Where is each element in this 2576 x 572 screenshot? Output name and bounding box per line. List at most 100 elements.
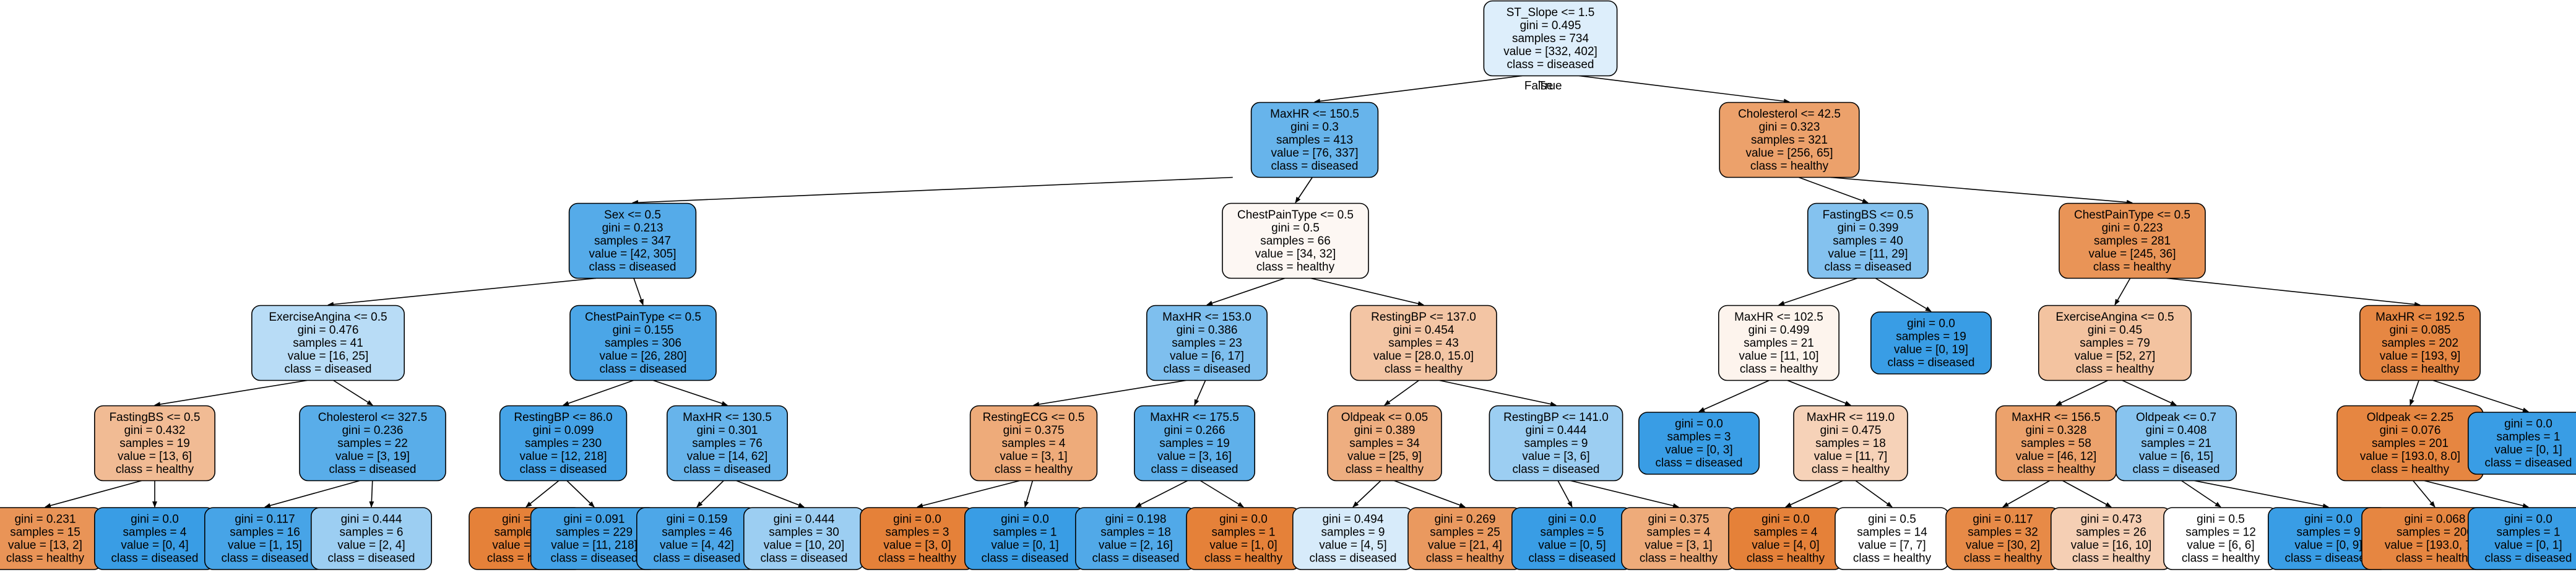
- node-line: class = diseased: [222, 552, 309, 565]
- node-line: MaxHR <= 119.0: [1807, 411, 1895, 424]
- edge-n19-n37: [917, 480, 1020, 508]
- node-line: value = [7, 7]: [1858, 539, 1926, 552]
- node-box: [2038, 305, 2192, 381]
- node-line: value = [11, 7]: [1814, 450, 1887, 463]
- node-line: RestingBP <= 141.0: [1503, 411, 1609, 424]
- node-line: value = [0, 5]: [1538, 539, 1606, 552]
- node-line: gini = 0.0: [2304, 513, 2353, 526]
- node-line: gini = 0.099: [533, 424, 594, 437]
- node-line: samples = 5: [1541, 526, 1604, 539]
- edge-n26-n50: [2194, 480, 2329, 509]
- node-line: Oldpeak <= 2.25: [2367, 411, 2454, 424]
- node-line: value = [11, 218]: [551, 539, 638, 552]
- edge-n0-n1: [1314, 75, 1523, 104]
- node-line: value = [46, 12]: [2016, 450, 2096, 463]
- node-line: value = [10, 20]: [764, 539, 844, 552]
- node-line: value = [13, 2]: [8, 539, 82, 552]
- node-line: class = healthy: [1204, 552, 1283, 565]
- node-line: class = diseased: [1271, 160, 1359, 173]
- node-line: class = healthy: [1750, 160, 1829, 173]
- node-line: samples = 25: [1430, 526, 1500, 539]
- node-line: class = diseased: [2485, 456, 2572, 469]
- node-line: gini = 0.476: [298, 324, 359, 337]
- edge-n26-n49: [2181, 480, 2221, 508]
- node-box: [2468, 507, 2576, 570]
- node-line: ExerciseAngina <= 0.5: [269, 311, 387, 324]
- node-line: value = [0, 4]: [121, 539, 188, 552]
- node-line: samples = 15: [10, 526, 80, 539]
- node-line: value = [245, 36]: [2088, 248, 2176, 261]
- node-line: MaxHR <= 156.5: [2012, 411, 2101, 424]
- node-line: MaxHR <= 102.5: [1734, 311, 1823, 324]
- node-line: samples = 41: [293, 337, 363, 350]
- node-line: gini = 0.475: [1820, 424, 1882, 437]
- node-line: samples = 306: [605, 337, 681, 350]
- node-line: ST_Slope <= 1.5: [1506, 6, 1595, 19]
- node-box: [1719, 102, 1860, 178]
- node-line: RestingBP <= 137.0: [1371, 311, 1476, 324]
- node-line: samples = 58: [2021, 437, 2091, 450]
- node-line: samples = 1: [2497, 430, 2561, 443]
- node-line: class = healthy: [2072, 552, 2151, 565]
- node-line: class = diseased: [1310, 552, 1397, 565]
- node-line: MaxHR <= 192.5: [2375, 311, 2465, 324]
- node-box: [1638, 412, 1760, 475]
- node-line: RestingBP <= 86.0: [514, 411, 612, 424]
- edge-n13-n25: [2055, 379, 2108, 406]
- node-line: samples = 66: [1260, 235, 1331, 248]
- node-line: gini = 0.444: [341, 513, 402, 526]
- node-line: class = healthy: [1740, 363, 1818, 376]
- node-line: class = diseased: [761, 552, 848, 565]
- node-line: value = [42, 305]: [589, 248, 676, 261]
- node-line: gini = 0.236: [342, 424, 404, 437]
- node-line: value = [16, 25]: [288, 350, 368, 363]
- node-line: samples = 4: [123, 526, 187, 539]
- node-line: value = [2, 4]: [337, 539, 405, 552]
- node-line: value = [332, 402]: [1503, 45, 1597, 58]
- edge-n27-n51: [2413, 480, 2436, 508]
- node-line: class = diseased: [654, 552, 741, 565]
- edge-n10-n22: [1439, 379, 1557, 407]
- node-line: value = [193.0, 8.0]: [2360, 450, 2460, 463]
- node-line: class = healthy: [2093, 261, 2172, 274]
- node-line: class = healthy: [1385, 363, 1463, 376]
- node-line: class = healthy: [1256, 261, 1335, 274]
- node-line: class = diseased: [2133, 463, 2220, 476]
- edge-n18-n35: [696, 480, 724, 508]
- node-line: gini = 0.45: [2088, 324, 2142, 337]
- node-line: samples = 9: [1524, 437, 1588, 450]
- node-line: value = [193.0, 7.0]: [2385, 539, 2485, 552]
- node-line: gini = 0.0: [1001, 513, 1049, 526]
- node-line: samples = 43: [1388, 337, 1459, 350]
- node-line: samples = 734: [1512, 32, 1589, 45]
- node-line: class = diseased: [1825, 261, 1912, 274]
